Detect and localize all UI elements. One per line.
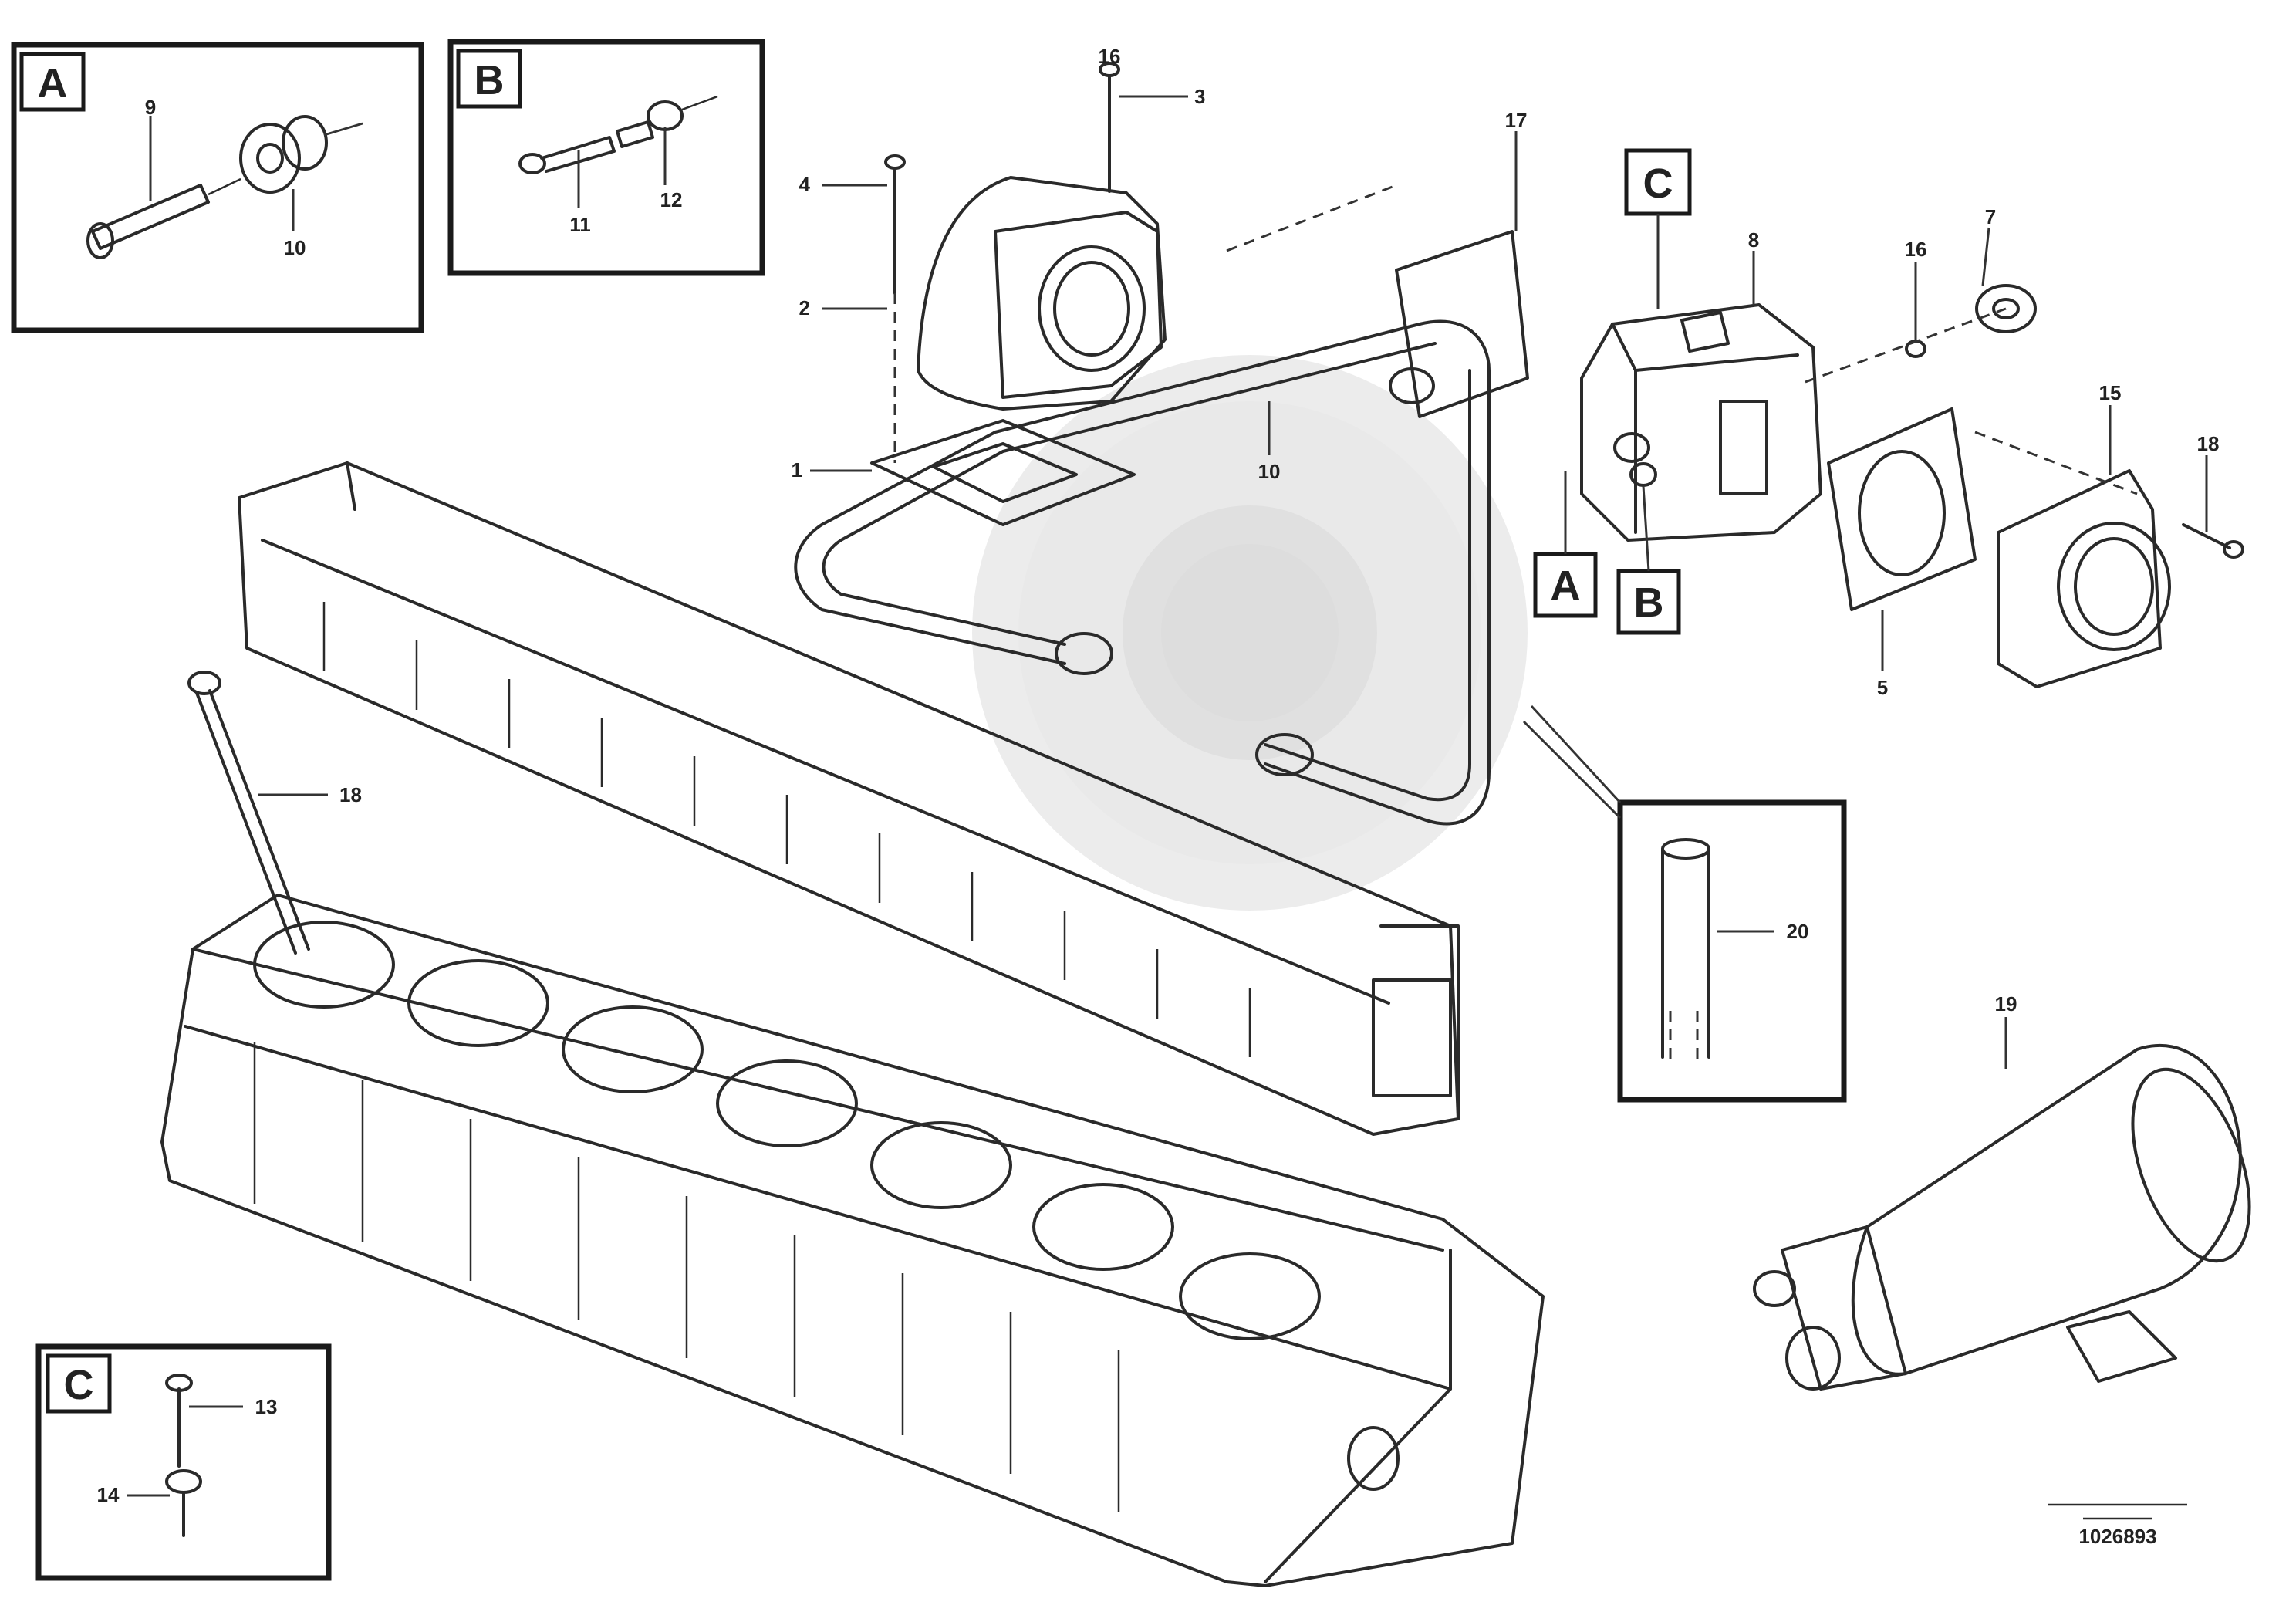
callout-1: 1: [792, 458, 802, 482]
callout-b-11: 11: [569, 213, 591, 236]
cylinder-head: [160, 894, 1545, 1587]
callout-8: 8: [1748, 228, 1759, 252]
bolt-4: [884, 154, 906, 295]
valve-covers: [253, 921, 1321, 1340]
callout-18-right: 18: [2197, 432, 2220, 455]
outlet-flange-15: [1997, 469, 2171, 688]
callout-c-13: 13: [255, 1395, 278, 1418]
pipe-flange: [1389, 230, 1529, 418]
inset-box: [1617, 799, 1847, 1103]
callout-5: 5: [1877, 676, 1888, 699]
callout-a-9: 9: [145, 96, 156, 119]
callout-a-10: 10: [284, 236, 306, 259]
inlet-elbow: [917, 176, 1167, 411]
inlet-manifold: [238, 461, 1460, 1136]
connector-tag-c-box: [1624, 148, 1692, 216]
bolt-16: [1099, 62, 1120, 193]
connector-tag-a: A: [1551, 563, 1581, 609]
main-callouts: 16 3 4 2 1 10 17 8 16 7 15 18 5 18 19: [339, 45, 2219, 1015]
long-bolt-18: [187, 671, 310, 955]
callout-10: 10: [1258, 460, 1281, 483]
detail-view-a: A 9 10: [11, 42, 424, 333]
detail-a-letter: A: [38, 60, 68, 106]
callout-2: 2: [799, 296, 810, 319]
connector-tag-c: C: [1643, 161, 1673, 207]
connector-tag-b: B: [1634, 580, 1664, 626]
detail-c-sensor: [165, 1374, 202, 1537]
callout-16-right: 16: [1905, 238, 1927, 261]
callout-b-12: 12: [660, 188, 683, 211]
detail-b-fitting: [518, 95, 718, 174]
gasket-5: [1827, 407, 1977, 611]
relay-19: [1753, 1043, 2251, 1391]
preheater-housing: [1580, 303, 1822, 542]
callout-3: 3: [1194, 85, 1205, 108]
detail-c-letter: C: [64, 1362, 94, 1408]
callout-4: 4: [799, 173, 811, 196]
watermark: [972, 355, 1528, 911]
detail-view-c: C 13 14: [35, 1343, 332, 1581]
bolt-18-right: [2182, 523, 2244, 559]
callout-15: 15: [2099, 381, 2122, 404]
manifold-ports: [322, 602, 1251, 1057]
heater-pipe: [794, 319, 1491, 826]
callout-7: 7: [1985, 205, 1996, 228]
gasket-1: [870, 419, 1136, 526]
callout-18: 18: [339, 783, 362, 806]
callout-20: 20: [1787, 920, 1809, 943]
detail-view-b: B 11 12: [447, 39, 765, 276]
callout-16-top: 16: [1099, 45, 1121, 68]
washer-7: [1975, 284, 2037, 333]
callout-c-14: 14: [97, 1483, 120, 1506]
callout-17: 17: [1505, 109, 1528, 132]
detail-b-letter: B: [474, 57, 505, 103]
footer-part-code: 1026893: [2078, 1525, 2156, 1548]
footer-code: 1026893: [2048, 1503, 2187, 1548]
detail-a-bolt: [86, 115, 328, 259]
callout-19: 19: [1995, 992, 2017, 1015]
